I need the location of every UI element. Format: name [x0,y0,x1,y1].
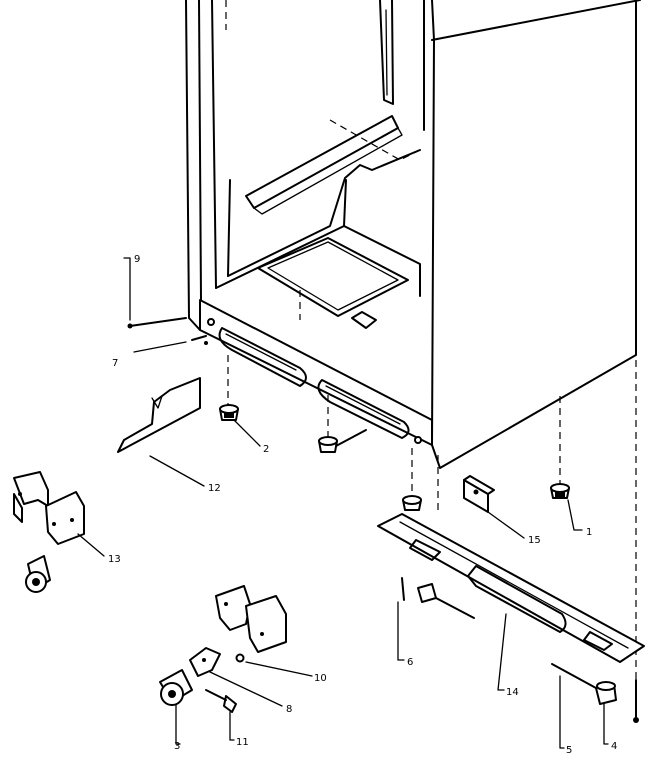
callout-12: 12 [208,483,221,494]
rail-screw-and-cam [401,577,475,619]
leveling-foot-left [219,404,239,421]
pivot-pin [551,663,597,689]
leveling-foot-center [318,429,367,453]
screw-9 [127,317,187,329]
callout-5: 5 [566,745,572,756]
callout-2: 2 [263,444,269,455]
callout-7: 7 [112,358,118,369]
screw-7 [191,335,208,345]
front-panel-insulation [117,377,201,453]
roller-wheel-front [159,669,193,706]
roller-bracket-front [215,585,287,653]
long-screw [633,679,639,723]
callout-11: 11 [236,737,249,748]
callout-10: 10 [314,673,327,684]
callout-4: 4 [611,741,617,752]
callout-14: 14 [506,687,519,698]
callout-9: 9 [134,254,140,265]
roller-wheel-left [25,555,51,593]
hinge-bracket [463,475,495,513]
leveling-foot-right [550,483,570,499]
screw-small [235,653,245,663]
leveling-foot-front [402,495,422,511]
callout-6: 6 [407,657,413,668]
callout-3: 3 [174,741,180,752]
callout-8: 8 [286,704,292,715]
roller-mount-plate [189,647,237,713]
leveling-cap [595,681,617,705]
cabinet [185,0,641,710]
callout-1: 1 [586,527,592,538]
callout-13: 13 [108,554,121,565]
roller-bracket [13,471,85,545]
front-rail [377,513,645,663]
callout-15: 15 [528,535,541,546]
leader-lines [77,257,609,749]
